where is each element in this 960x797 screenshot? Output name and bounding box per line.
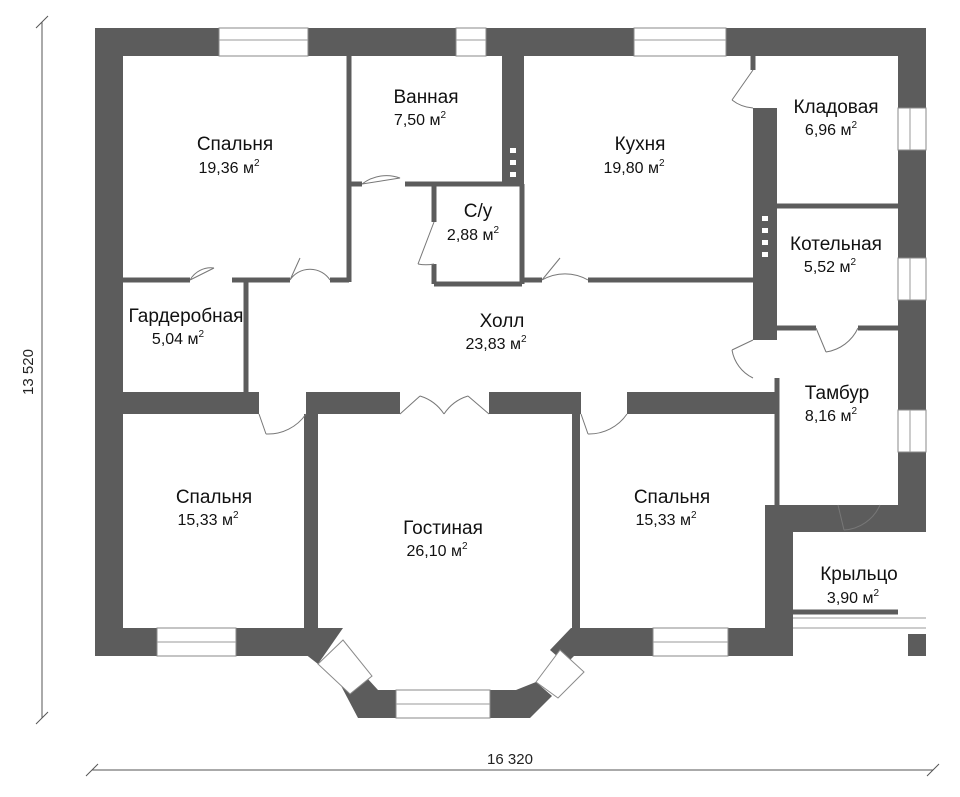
room-area: 15,33 м2: [177, 510, 239, 529]
exterior-walls: [95, 28, 926, 718]
room-area: 3,90 м2: [827, 588, 880, 607]
room-name: Гостиная: [403, 518, 483, 539]
interior-walls: [123, 56, 898, 628]
room-name: Ванная: [393, 87, 458, 108]
room-name: Холл: [480, 311, 525, 332]
room-label-wc: С/у 2,88 м2: [447, 201, 500, 244]
room-area: 26,10 м2: [406, 541, 468, 560]
room-area: 19,80 м2: [603, 158, 665, 177]
room-label-pantry: Кладовая 6,96 м2: [793, 97, 878, 139]
room-name: Котельная: [790, 234, 882, 255]
room-area: 2,88 м2: [447, 225, 500, 244]
room-area: 5,04 м2: [152, 329, 205, 348]
room-label-bedroom-3: Спальня 15,33 м2: [634, 487, 710, 529]
room-label-bedroom-1: Спальня 19,36 м2: [197, 134, 273, 177]
room-name: Спальня: [197, 134, 273, 155]
room-label-vestibule: Тамбур 8,16 м2: [805, 383, 870, 425]
room-name: Тамбур: [805, 383, 870, 404]
room-label-wardrobe: Гардеробная 5,04 м2: [129, 306, 244, 348]
room-area: 8,16 м2: [805, 406, 858, 425]
room-label-boiler: Котельная 5,52 м2: [790, 234, 882, 276]
room-area: 5,52 м2: [804, 257, 857, 276]
room-area: 23,83 м2: [465, 334, 527, 353]
room-area: 15,33 м2: [635, 510, 697, 529]
windows: [156, 27, 927, 719]
room-label-living: Гостиная 26,10 м2: [403, 518, 483, 560]
room-label-bathroom: Ванная 7,50 м2: [393, 87, 458, 129]
porch-railing: [793, 617, 926, 656]
height-dimension-label: 13 520: [20, 349, 37, 395]
room-name: Кладовая: [793, 97, 878, 118]
room-area: 7,50 м2: [394, 110, 447, 129]
room-name: Гардеробная: [129, 306, 244, 327]
room-name: Кухня: [615, 134, 666, 155]
room-name: Крыльцо: [820, 564, 898, 585]
room-label-bedroom-2: Спальня 15,33 м2: [176, 487, 252, 529]
room-label-hall: Холл 23,83 м2: [465, 311, 527, 353]
room-area: 19,36 м2: [198, 158, 260, 177]
room-name: Спальня: [176, 487, 252, 508]
room-label-porch: Крыльцо 3,90 м2: [820, 564, 898, 607]
room-area: 6,96 м2: [805, 120, 858, 139]
room-label-kitchen: Кухня 19,80 м2: [603, 134, 665, 177]
room-name: С/у: [464, 201, 493, 222]
room-name: Спальня: [634, 487, 710, 508]
door-swings: [189, 69, 881, 531]
dimension-lines: [35, 15, 940, 777]
width-dimension-label: 16 320: [487, 751, 533, 768]
